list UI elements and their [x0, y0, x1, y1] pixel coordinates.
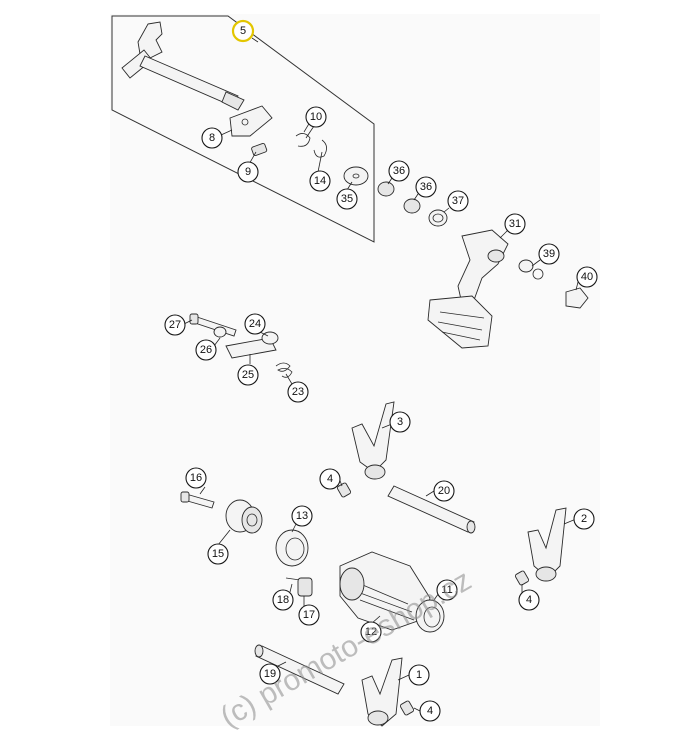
pin-17: [297, 577, 313, 597]
shift-plate: [229, 105, 273, 137]
callout-3[interactable]: 3: [389, 411, 411, 433]
callout-12[interactable]: 12: [360, 621, 382, 643]
callout-40[interactable]: 40: [576, 266, 598, 288]
svg-text:4: 4: [427, 705, 433, 717]
svg-text:9: 9: [245, 166, 251, 178]
shift-rod-19: [254, 644, 345, 695]
shift-shaft: [121, 21, 245, 111]
callout-39[interactable]: 39: [538, 243, 560, 265]
svg-text:24: 24: [249, 318, 261, 330]
svg-text:37: 37: [452, 195, 464, 207]
shift-lever: [427, 229, 509, 349]
callout-4-b[interactable]: 4: [518, 589, 540, 611]
callout-17[interactable]: 17: [298, 604, 320, 626]
pin-18: [285, 577, 301, 581]
bearing-13: [275, 529, 309, 567]
callout-36-a[interactable]: 36: [388, 160, 410, 182]
callout-16[interactable]: 16: [185, 467, 207, 489]
callout-14[interactable]: 14: [309, 170, 331, 192]
svg-text:10: 10: [310, 111, 322, 123]
shift-drum-locating-15: [225, 499, 263, 534]
svg-text:4: 4: [526, 594, 532, 606]
shift-drum-12: [339, 551, 431, 631]
washer-26: [213, 326, 227, 338]
svg-text:13: 13: [296, 510, 308, 522]
callout-1[interactable]: 1: [408, 664, 430, 686]
callout-9[interactable]: 9: [237, 161, 259, 183]
shift-fork-1: [361, 657, 403, 727]
svg-text:5: 5: [240, 25, 246, 37]
shift-rod-20: [387, 485, 476, 534]
svg-text:15: 15: [212, 548, 224, 560]
svg-text:18: 18: [277, 594, 289, 606]
shift-fork-2: [527, 507, 567, 582]
callout-27[interactable]: 27: [164, 314, 186, 336]
svg-text:31: 31: [509, 218, 521, 230]
callout-19[interactable]: 19: [259, 663, 281, 685]
callout-5[interactable]: 5: [231, 19, 255, 43]
svg-text:40: 40: [581, 271, 593, 283]
svg-text:1: 1: [416, 669, 422, 681]
svg-text:27: 27: [169, 319, 181, 331]
bolt-16: [180, 491, 215, 509]
guide-pin-4a: [336, 482, 352, 498]
locking-lever-25: [225, 337, 277, 359]
svg-text:2: 2: [581, 513, 587, 525]
shift-fork-3: [351, 401, 395, 480]
bearings-36: [377, 181, 421, 214]
svg-text:25: 25: [242, 369, 254, 381]
washer-39: [518, 259, 544, 280]
callout-37[interactable]: 37: [447, 190, 469, 212]
callout-4-c[interactable]: 4: [419, 700, 441, 722]
svg-text:3: 3: [397, 416, 403, 428]
callout-35[interactable]: 35: [336, 188, 358, 210]
washer-35: [343, 166, 369, 186]
callout-13[interactable]: 13: [291, 505, 313, 527]
svg-text:36: 36: [420, 181, 432, 193]
svg-text:39: 39: [543, 248, 555, 260]
callout-24[interactable]: 24: [244, 313, 266, 335]
assembly-5-frame: [111, 15, 375, 243]
callout-26[interactable]: 26: [195, 339, 217, 361]
callout-4-a[interactable]: 4: [319, 468, 341, 490]
svg-text:26: 26: [200, 344, 212, 356]
svg-text:23: 23: [292, 386, 304, 398]
callout-31[interactable]: 31: [504, 213, 526, 235]
svg-text:8: 8: [209, 132, 215, 144]
callout-20[interactable]: 20: [433, 480, 455, 502]
callout-10[interactable]: 10: [305, 106, 327, 128]
svg-text:35: 35: [341, 193, 353, 205]
callout-36-b[interactable]: 36: [415, 176, 437, 198]
svg-text:14: 14: [314, 175, 326, 187]
diagram-background: [110, 14, 600, 726]
callout-23[interactable]: 23: [287, 381, 309, 403]
svg-text:36: 36: [393, 165, 405, 177]
bolt-40: [565, 287, 589, 309]
svg-text:17: 17: [303, 609, 315, 621]
seal-37: [428, 209, 448, 227]
guide-pin-4b: [514, 570, 530, 586]
callout-25[interactable]: 25: [237, 364, 259, 386]
svg-text:12: 12: [365, 626, 377, 638]
guide-pin-4c: [399, 700, 415, 716]
callout-11[interactable]: 11: [436, 579, 458, 601]
svg-text:19: 19: [264, 668, 276, 680]
callout-18[interactable]: 18: [272, 589, 294, 611]
svg-text:11: 11: [441, 584, 452, 596]
callout-15[interactable]: 15: [207, 543, 229, 565]
spring-23: [275, 362, 293, 378]
svg-text:4: 4: [327, 473, 333, 485]
bearing-11: [415, 599, 445, 633]
svg-text:16: 16: [190, 472, 202, 484]
callout-2[interactable]: 2: [573, 508, 595, 530]
callout-8[interactable]: 8: [201, 127, 223, 149]
svg-text:20: 20: [438, 485, 450, 497]
